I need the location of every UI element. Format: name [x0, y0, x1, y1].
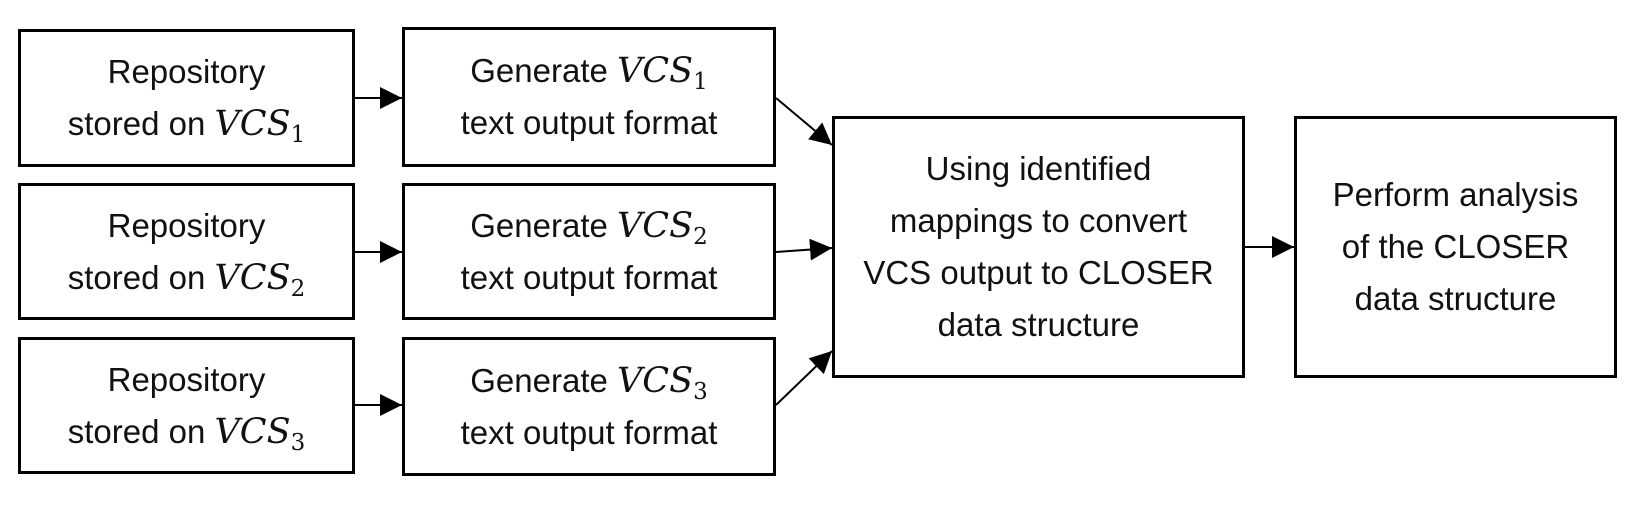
vcs-symbol-subscript: 2 [693, 223, 708, 250]
arrow-gen3-to-convert [775, 350, 833, 406]
repository-box-1-prefix: stored on [67, 105, 215, 142]
generate-box-1-line1: Generate VCS1 [470, 45, 707, 97]
vcs-symbol-subscript: 3 [693, 378, 708, 405]
vcs-symbol-base: VCS [617, 205, 694, 246]
repository-box-2-line1: Repository [107, 206, 266, 244]
generate-box-3-line1: Generate VCS3 [470, 355, 707, 407]
vcs-symbol: VCS1 [214, 104, 306, 147]
convert-box-line-3: VCS output to CLOSER [863, 254, 1214, 291]
generate-box-2-line1: Generate VCS2 [470, 200, 707, 252]
arrow-gen2-to-convert [775, 238, 833, 261]
repository-box-1-line2: stored on VCS1 [68, 98, 305, 150]
vcs-symbol-subscript: 1 [290, 122, 306, 148]
analysis-box-line-1: Perform analysis [1332, 176, 1579, 213]
repository-box-3-line2: stored on VCS3 [68, 406, 305, 458]
vcs-symbol: VCS2 [617, 205, 708, 249]
convert-mappings-box: Using identified mappings to convert VCS… [832, 116, 1245, 378]
arrow-gen1-to-convert [775, 97, 833, 146]
vcs-symbol: VCS3 [617, 360, 708, 404]
generate-box-2: Generate VCS2 text output format [402, 183, 776, 320]
repository-box-3-prefix: stored on [67, 412, 215, 450]
analysis-box-line-2: of the CLOSER [1341, 228, 1570, 265]
repository-box-2-line2: stored on VCS2 [68, 252, 305, 304]
generate-box-1: Generate VCS1 text output format [402, 27, 776, 167]
convert-box-line-2: mappings to convert [889, 202, 1188, 239]
vcs-symbol: VCS1 [617, 51, 708, 94]
convert-box-line-1: Using identified [925, 150, 1152, 187]
vcs-symbol: VCS2 [214, 257, 306, 301]
repository-box-1-line1: Repository [107, 53, 266, 90]
repository-box-3: Repository stored on VCS3 [18, 337, 355, 474]
vcs-symbol-base: VCS [214, 257, 291, 298]
generate-box-3-prefix: Generate [470, 361, 618, 399]
generate-box-1-line2: text output format [460, 104, 718, 141]
perform-analysis-box: Perform analysis of the CLOSER data stru… [1294, 116, 1617, 378]
analysis-box-line-3: data structure [1354, 280, 1557, 317]
vcs-symbol-base: VCS [617, 51, 694, 91]
generate-box-2-prefix: Generate [470, 206, 618, 244]
repository-box-1: Repository stored on VCS1 [18, 29, 355, 167]
vcs-symbol-base: VCS [214, 411, 291, 452]
vcs-symbol: VCS3 [214, 411, 306, 455]
vcs-symbol-base: VCS [214, 104, 291, 144]
generate-box-3-line2: text output format [460, 413, 718, 451]
vcs-symbol-subscript: 1 [693, 69, 708, 95]
repository-box-2: Repository stored on VCS2 [18, 183, 355, 320]
vcs-symbol-subscript: 3 [290, 429, 306, 456]
generate-box-3: Generate VCS3 text output format [402, 337, 776, 476]
repository-box-2-prefix: stored on [67, 258, 215, 296]
vcs-symbol-base: VCS [617, 360, 694, 401]
repository-box-3-line1: Repository [107, 360, 266, 398]
vcs-symbol-subscript: 2 [290, 275, 306, 302]
generate-box-1-prefix: Generate [470, 52, 618, 89]
generate-box-2-line2: text output format [460, 258, 718, 296]
convert-box-line-4: data structure [937, 306, 1140, 343]
